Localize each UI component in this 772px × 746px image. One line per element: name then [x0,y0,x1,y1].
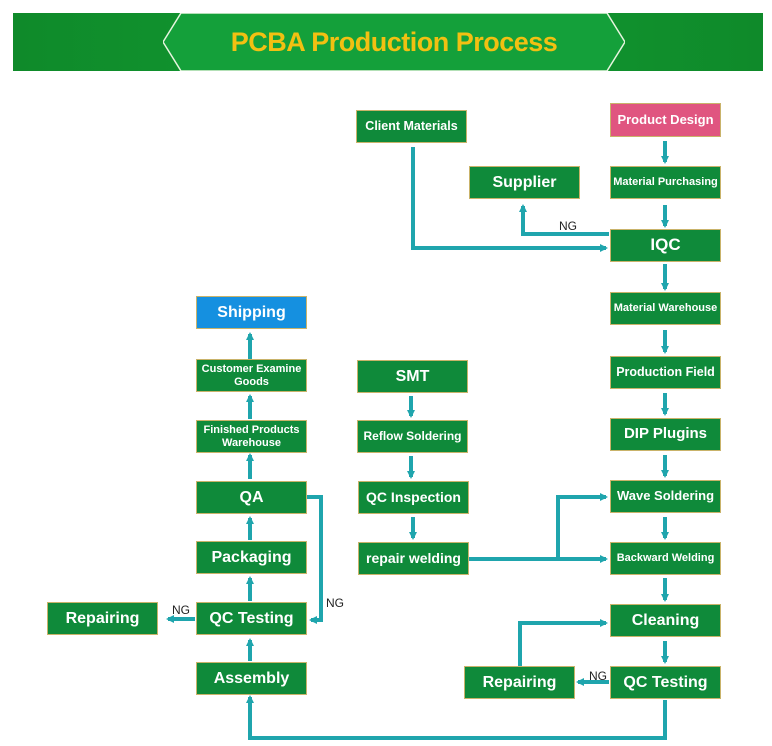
title-banner: PCBA Production Process [13,13,763,71]
node-customer-examine-goods: Customer Examine Goods [196,359,307,392]
node-dip-plugins: DIP Plugins [610,418,721,451]
arrow-repair-to-wave [556,493,608,559]
node-qc-inspection: QC Inspection [358,481,469,514]
node-qc-testing-right: QC Testing [610,666,721,699]
arrow-repairing-to-cleaning [518,619,608,668]
node-backward-welding: Backward Welding [610,542,721,575]
node-material-purchasing: Material Purchasing [610,166,721,199]
node-supplier: Supplier [469,166,580,199]
node-qc-testing-left: QC Testing [196,602,307,635]
node-product-design: Product Design [610,103,721,137]
node-repairing-right: Repairing [464,666,575,699]
node-iqc: IQC [610,229,721,262]
node-material-warehouse: Material Warehouse [610,292,721,325]
node-finished-products-warehouse: Finished Products Warehouse [196,420,307,453]
node-production-field: Production Field [610,356,721,389]
ng-label-qc-right: NG [589,669,607,683]
page-title: PCBA Production Process [230,27,558,57]
node-reflow-soldering: Reflow Soldering [357,420,468,453]
banner-hexagon [163,13,625,71]
node-repair-welding: repair welding [358,542,469,575]
ng-label-iqc: NG [559,219,577,233]
node-packaging: Packaging [196,541,307,574]
arrow-qc-to-assembly [246,695,667,740]
node-wave-soldering: Wave Soldering [610,480,721,513]
arrow-client-to-iqc [411,147,608,252]
node-assembly: Assembly [196,662,307,695]
node-cleaning: Cleaning [610,604,721,637]
node-smt: SMT [357,360,468,393]
node-repairing-left: Repairing [47,602,158,635]
ng-label-qa: NG [326,596,344,610]
ng-label-qc-left: NG [172,603,190,617]
arrow-qa-ng-to-qc [307,495,323,624]
node-shipping: Shipping [196,296,307,329]
arrow-iqc-ng-to-supplier [519,204,609,236]
node-qa: QA [196,481,307,514]
node-client-materials: Client Materials [356,110,467,143]
